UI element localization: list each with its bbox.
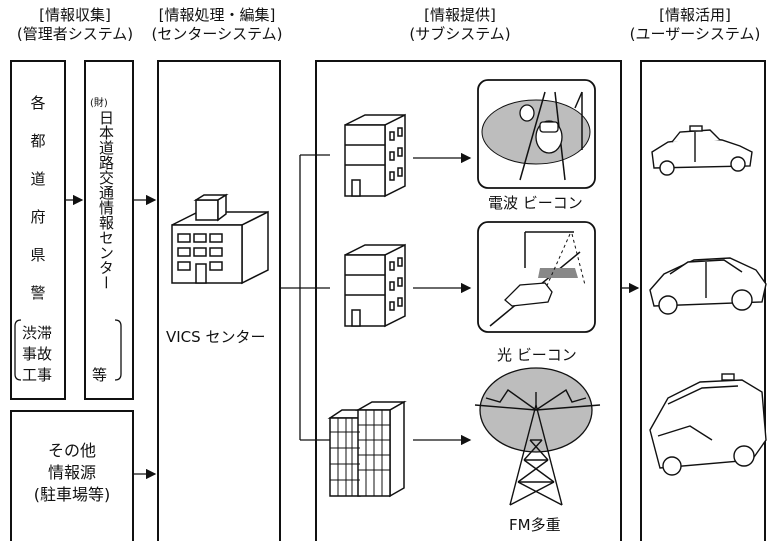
- taxi-car-icon: [651, 125, 753, 176]
- header-provision-sub: (サブシステム): [409, 25, 511, 43]
- pref-char-6: 警: [30, 284, 46, 302]
- header-collection-sub: (管理者システム): [16, 25, 134, 43]
- road-traffic-info-center-box: [84, 60, 134, 400]
- pref-char-4: 府: [30, 208, 46, 226]
- header-provision-title: [情報提供]: [424, 6, 496, 24]
- header-processing-sub: (センターシステム): [151, 25, 283, 43]
- road-center-prefix: (財): [90, 98, 108, 109]
- header-usage-title: [情報活用]: [659, 6, 731, 24]
- pref-char-1: 各: [30, 94, 46, 112]
- optical-beacon-label: 光 ビーコン: [497, 346, 577, 364]
- collection-arrows: [66, 194, 157, 480]
- radio-beacon-scene-icon: [477, 79, 596, 189]
- pref-char-5: 県: [30, 246, 46, 264]
- info-types-bracket: [14, 319, 122, 381]
- sedan-car-icon: [649, 257, 767, 315]
- vics-center-box: [157, 60, 281, 541]
- info-type-accident: 事故: [22, 345, 53, 363]
- info-type-construction: 工事: [22, 366, 53, 384]
- pref-char-3: 道: [30, 170, 46, 188]
- other-sources-label: その他 情報源 (駐車場等): [10, 440, 134, 506]
- fm-station-building-icon: [327, 400, 407, 498]
- fm-multiplex-tower-icon: [474, 367, 601, 506]
- distribution-lines: [281, 152, 640, 446]
- header-processing-title: [情報処理・編集]: [158, 6, 276, 24]
- prefecture-police-box: [10, 60, 66, 400]
- header-usage-sub: (ユーザーシステム): [629, 25, 761, 43]
- road-center-name: 日本道路交通情報センター: [97, 110, 115, 290]
- vics-center-label: VICS センター: [166, 328, 266, 346]
- other-sources-line3: (駐車場等): [33, 485, 111, 504]
- header-collection-title: [情報収集]: [39, 6, 111, 24]
- fm-multiplex-label: FM多重: [509, 516, 561, 534]
- info-type-congestion: 渋滞: [22, 324, 53, 342]
- radio-beacon-building-icon: [344, 113, 406, 198]
- vics-center-building-icon: [171, 193, 269, 285]
- optical-beacon-scene-icon: [477, 221, 596, 333]
- header-collection: [情報収集] (管理者システム): [0, 6, 150, 44]
- radio-beacon-label: 電波 ビーコン: [488, 194, 583, 212]
- pref-char-2: 都: [30, 132, 46, 150]
- header-provision: [情報提供] (サブシステム): [390, 6, 530, 44]
- other-sources-line1: その他: [47, 441, 96, 460]
- other-sources-box: [10, 410, 134, 541]
- info-type-etc: 等: [92, 366, 108, 384]
- header-usage: [情報活用] (ユーザーシステム): [620, 6, 770, 44]
- header-processing: [情報処理・編集] (センターシステム): [142, 6, 292, 44]
- prefecture-police-label: 各 都 道 府 県 警: [28, 92, 48, 320]
- optical-beacon-building-icon: [344, 243, 406, 328]
- other-sources-line2: 情報源: [47, 463, 96, 482]
- van-car-icon: [649, 373, 767, 476]
